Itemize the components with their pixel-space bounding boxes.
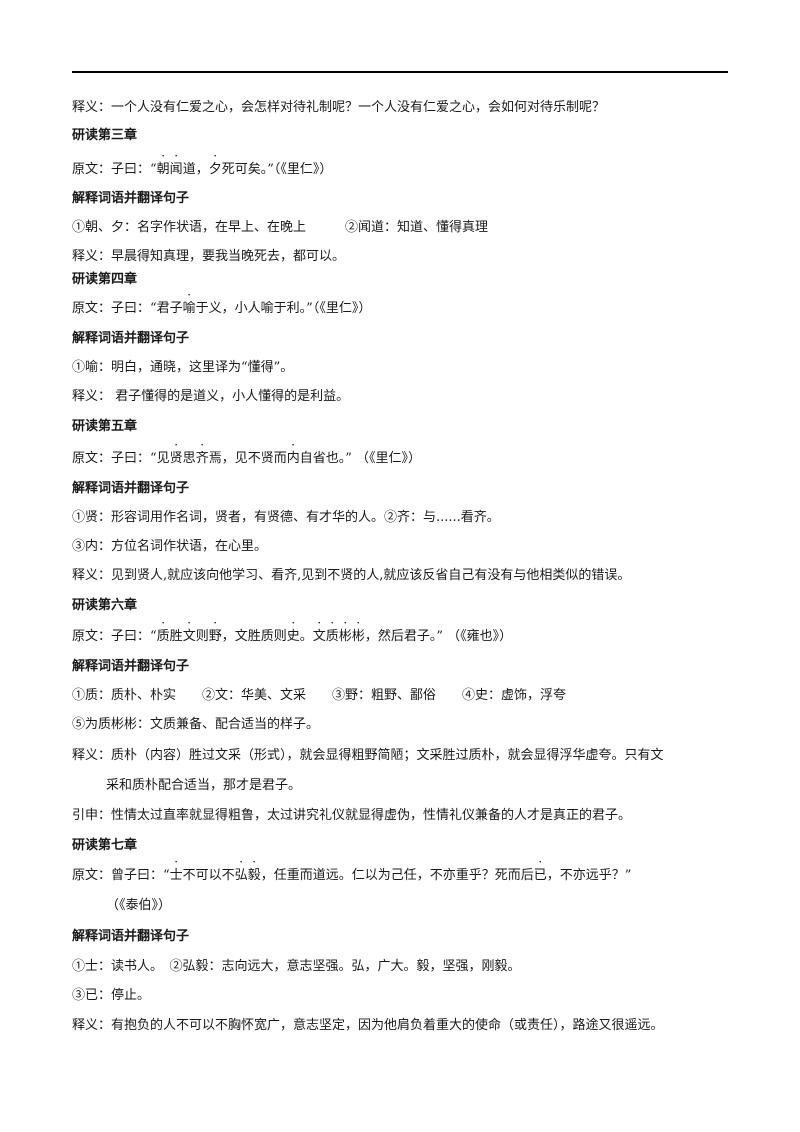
- line: 原文：曾子曰：“士不可以不弘毅，任重而道远。仁以为己任，不亦重乎？死而后已，不亦…: [72, 867, 631, 885]
- line: ①质：质朴、朴实 ②文：华美、文采 ③野：粗野、鄙俗 ④史：虚饰，浮夸: [72, 687, 566, 705]
- text-run: （《泰伯》）: [106, 898, 172, 913]
- subheading: 解释词语并翻译句子: [72, 480, 189, 498]
- text-run: 原文：子曰：“见: [72, 451, 170, 466]
- emphasis-char: 文: [313, 628, 326, 646]
- line: 原文：子曰：“朝闻道，夕死可矣。”（《里仁》）: [72, 161, 332, 179]
- line: 释义： 君子懂得的是道义，小人懂得的是利益。: [72, 388, 349, 406]
- emphasis-char: 彬: [339, 628, 352, 646]
- text-run: 焉，见不贤而: [208, 451, 287, 466]
- line: 释义：有抱负的人不可以不胸怀宽广，意志坚定，因为他肩负着重大的使命（或责任），路…: [72, 1017, 664, 1035]
- section-heading: 研读第四章: [72, 271, 137, 289]
- emphasis-char: 内: [287, 450, 300, 468]
- text-run: 解释词语并翻译句子: [72, 929, 190, 944]
- text-run: ③已：停止。: [72, 988, 151, 1003]
- text-run: 研读第三章: [72, 128, 138, 143]
- text-run: 胜: [169, 629, 183, 644]
- line: ③内：方位名词作状语，在心里。: [72, 538, 267, 556]
- header-rule: [72, 71, 728, 73]
- line: ③已：停止。: [72, 987, 150, 1005]
- text-run: 释义：一个人没有仁爱之心，会怎样对待礼制呢？一个人没有仁爱之心，会如何对待乐制呢…: [72, 100, 606, 115]
- section-heading: 研读第六章: [72, 597, 137, 615]
- text-run: ①质：质朴、朴实 ②文：华美、文采 ③野：粗野、鄙俗 ④史：虚饰，浮夸: [72, 688, 567, 703]
- emphasis-char: 史: [287, 628, 300, 646]
- text-run: 原文：子曰：“: [72, 629, 157, 644]
- text-run: 引申：性情太过直率就显得粗鲁，太过讲究礼仪就显得虚伪，性情礼仪兼备的人才是真正的…: [72, 808, 632, 823]
- emphasis-char: 彬: [352, 628, 365, 646]
- text-run: ，然后君子。” （《雍也》）: [364, 629, 513, 644]
- emphasis-char: 夕: [209, 161, 222, 179]
- subheading: 解释词语并翻译句子: [72, 330, 189, 348]
- emphasis-char: 质: [326, 628, 339, 646]
- text-run: ③内：方位名词作状语，在心里。: [72, 539, 268, 554]
- line: 原文：子曰：“君子喻于义，小人喻于利。”（《里仁》）: [72, 300, 371, 318]
- text-run: 道，: [182, 162, 209, 177]
- text-run: 。: [299, 629, 313, 644]
- text-run: 于义，小人喻于利。”（《里仁》）: [195, 301, 372, 316]
- text-run: ①喻：明白，通晓，这里译为“懂得”。: [72, 360, 294, 375]
- text-run: 研读第四章: [72, 272, 138, 287]
- subheading: 解释词语并翻译句子: [72, 658, 189, 676]
- text-run: 采和质朴配合适当，那才是君子。: [106, 778, 302, 793]
- line: 释义：早晨得知真理，要我当晚死去，都可以。: [72, 248, 345, 266]
- text-run: 原文：子曰：“: [72, 162, 157, 177]
- text-run: 研读第七章: [72, 838, 138, 853]
- text-run: 研读第五章: [72, 419, 138, 434]
- emphasis-char: 质: [157, 628, 170, 646]
- line: ①贤：形容词用作名词，贤者，有贤德、有才华的人。②齐：与......看齐。: [72, 509, 500, 527]
- text-run: 思: [182, 451, 196, 466]
- text-run: 原文：曾子曰：“: [72, 868, 170, 883]
- line: 原文：子曰：“见贤思齐焉，见不贤而内自省也。” （《里仁》）: [72, 450, 421, 468]
- line: ⑤为质彬彬：文质兼备、配合适当的样子。: [72, 716, 319, 734]
- text-run: 释义： 君子懂得的是道义，小人懂得的是利益。: [72, 389, 350, 404]
- text-run: ①贤：形容词用作名词，贤者，有贤德、有才华的人。②齐：与......看齐。: [72, 510, 500, 525]
- line: 引申：性情太过直率就显得粗鲁，太过讲究礼仪就显得虚伪，性情礼仪兼备的人才是真正的…: [72, 807, 631, 825]
- emphasis-char: 弘: [235, 867, 248, 885]
- line: 采和质朴配合适当，那才是君子。: [106, 777, 301, 795]
- text-run: 不可以不: [182, 868, 235, 883]
- text-run: ，文胜质则: [221, 629, 287, 644]
- text-run: ①朝、夕：名字作状语，在早上、在晚上 ②闻道：知道、懂得真理: [72, 220, 489, 235]
- text-run: 原文：子曰：“君子: [72, 301, 183, 316]
- text-run: 释义：有抱负的人不可以不胸怀宽广，意志坚定，因为他肩负着重大的使命（或责任），路…: [72, 1018, 664, 1033]
- line: ①朝、夕：名字作状语，在早上、在晚上 ②闻道：知道、懂得真理: [72, 219, 488, 237]
- text-run: 解释词语并翻译句子: [72, 191, 190, 206]
- text-run: ⑤为质彬彬：文质兼备、配合适当的样子。: [72, 717, 320, 732]
- line: 原文：子曰：“质胜文则野，文胜质则史。文质彬彬，然后君子。” （《雍也》）: [72, 628, 512, 646]
- emphasis-char: 野: [209, 628, 222, 646]
- line: ①士：读书人。 ②弘毅：志向远大，意志坚强。弘，广大。毅，坚强，刚毅。: [72, 958, 521, 976]
- text-run: 研读第六章: [72, 598, 138, 613]
- line: 释义：一个人没有仁爱之心，会怎样对待礼制呢？一个人没有仁爱之心，会如何对待乐制呢…: [72, 99, 605, 117]
- text-run: ①士：读书人。 ②弘毅：志向远大，意志坚强。弘，广大。毅，坚强，刚毅。: [72, 959, 521, 974]
- text-run: 解释词语并翻译句子: [72, 659, 190, 674]
- emphasis-char: 已: [534, 867, 547, 885]
- emphasis-char: 士: [170, 867, 183, 885]
- section-heading: 研读第三章: [72, 127, 137, 145]
- subheading: 解释词语并翻译句子: [72, 928, 189, 946]
- text-run: 释义：质朴（内容）胜过文采（形式），就会显得粗野简陋；文采胜过质朴，就会显得浮华…: [72, 748, 664, 763]
- text-run: 释义：见到贤人,就应该向他学习、看齐,见到不贤的人,就应该反省自己有没有与他相类…: [72, 568, 631, 583]
- emphasis-char: 贤: [170, 450, 183, 468]
- emphasis-char: 文: [183, 628, 196, 646]
- emphasis-char: 毅: [248, 867, 261, 885]
- section-heading: 研读第五章: [72, 418, 137, 436]
- text-run: 自省也。” （《里仁》）: [299, 451, 422, 466]
- line: ①喻：明白，通晓，这里译为“懂得”。: [72, 359, 293, 377]
- subheading: 解释词语并翻译句子: [72, 190, 189, 208]
- text-run: 解释词语并翻译句子: [72, 481, 190, 496]
- emphasis-char: 朝: [157, 161, 170, 179]
- line: 释义：质朴（内容）胜过文采（形式），就会显得粗野简陋；文采胜过质朴，就会显得浮华…: [72, 747, 664, 765]
- text-run: ，任重而道远。仁以为己任，不亦重乎？死而后: [260, 868, 534, 883]
- line: （《泰伯》）: [106, 897, 171, 915]
- line: 释义：见到贤人,就应该向他学习、看齐,见到不贤的人,就应该反省自己有没有与他相类…: [72, 567, 630, 585]
- emphasis-char: 闻: [170, 161, 183, 179]
- emphasis-char: 喻: [183, 300, 196, 318]
- text-run: 则: [195, 629, 209, 644]
- emphasis-char: 齐: [196, 450, 209, 468]
- text-run: 死可矣。”（《里仁》）: [221, 162, 333, 177]
- text-run: ，不亦远乎？”: [546, 868, 632, 883]
- section-heading: 研读第七章: [72, 837, 137, 855]
- text-run: 释义：早晨得知真理，要我当晚死去，都可以。: [72, 249, 346, 264]
- text-run: 解释词语并翻译句子: [72, 331, 190, 346]
